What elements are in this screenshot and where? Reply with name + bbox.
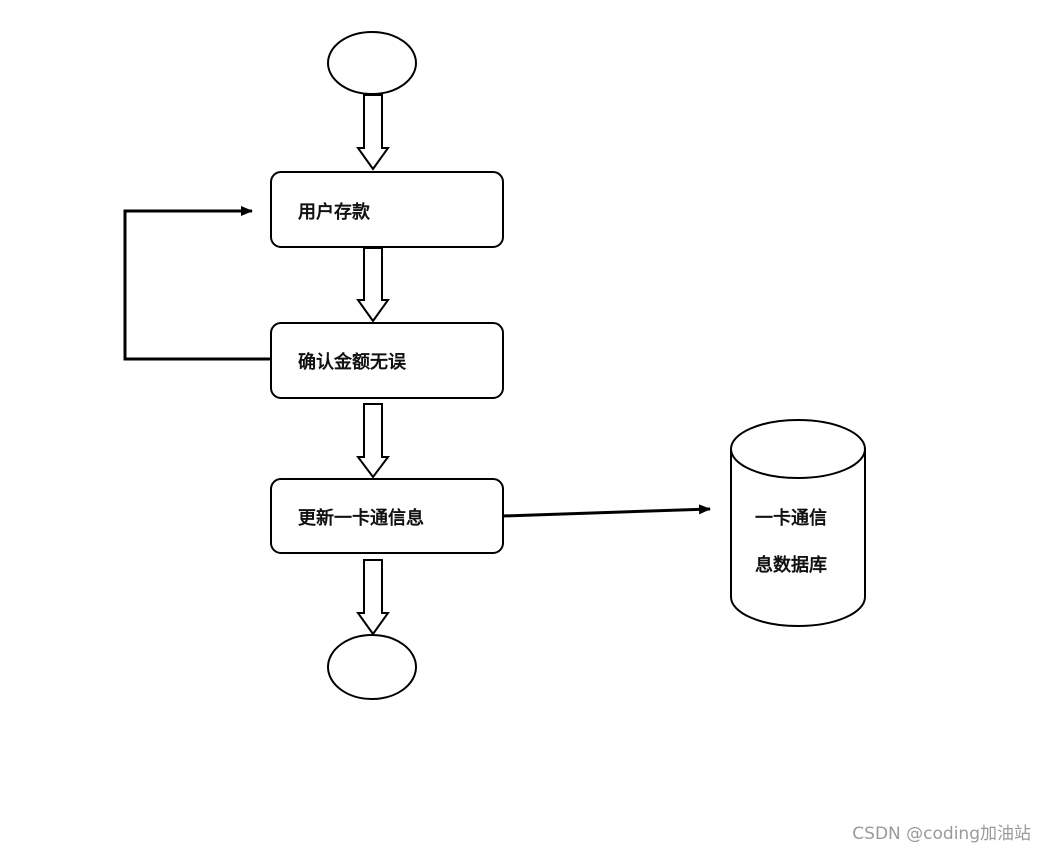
process-confirm-label: 确认金额无误 (298, 351, 407, 373)
process-update-card: 更新一卡通信息 (270, 478, 504, 554)
process-deposit: 用户存款 (270, 171, 504, 248)
end-terminal (327, 634, 417, 700)
process-update-label: 更新一卡通信息 (298, 507, 424, 529)
database-card-info: 一卡通信 息数据库 (730, 419, 866, 627)
arrow-update-to-end (356, 559, 390, 636)
arrow-deposit-to-confirm (356, 247, 390, 323)
arrow-confirm-to-update (356, 403, 390, 479)
database-label-line2: 息数据库 (755, 554, 827, 576)
database-label-line1: 一卡通信 (755, 507, 827, 529)
process-confirm-amount: 确认金额无误 (270, 322, 504, 399)
watermark: CSDN @coding加油站 (852, 824, 1031, 844)
process-deposit-label: 用户存款 (298, 201, 371, 223)
arrow-update-to-database (502, 504, 711, 518)
arrow-loop-back (123, 206, 271, 361)
arrow-start-to-deposit (356, 94, 390, 171)
start-terminal (327, 31, 417, 95)
